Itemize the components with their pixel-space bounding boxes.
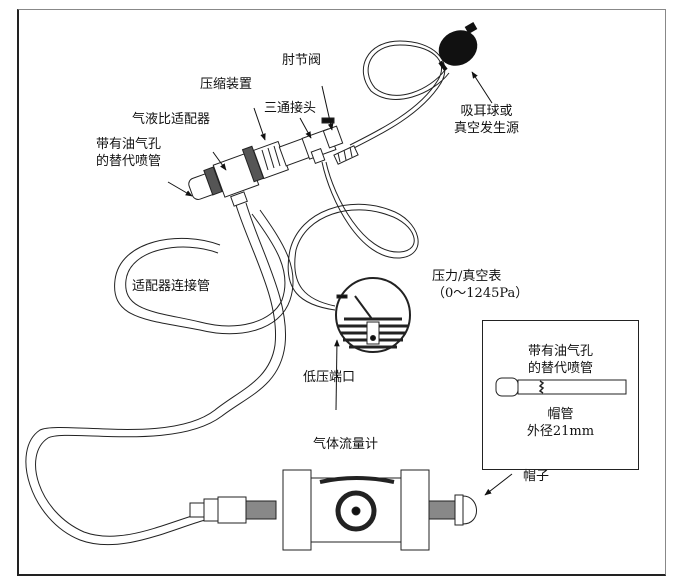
inset-title-line2: 的替代喷管	[527, 361, 593, 376]
label-compression-device: 压缩装置	[200, 77, 253, 92]
inset-nozzle-sketch	[495, 377, 627, 397]
label-nozzle: 带有油气孔 的替代喷管	[96, 136, 161, 170]
inset-box: 带有油气孔 的替代喷管 帽管 外径21mm	[482, 320, 639, 470]
inset-caption: 帽管 外径21mm	[483, 406, 638, 440]
label-bulb-line1: 吸耳球或	[460, 104, 513, 119]
pressure-gauge	[335, 277, 411, 353]
label-cap: 帽子	[523, 469, 550, 484]
label-gas-liquid-adapter: 气液比适配器	[132, 112, 211, 127]
adapter-hose	[25, 202, 294, 546]
label-low-pressure-port: 低压端口	[303, 370, 356, 385]
inset-title-line1: 带有油气孔	[527, 344, 593, 359]
diagram-frame	[17, 9, 666, 576]
label-elbow-valve: 肘节阀	[282, 53, 322, 68]
label-nozzle-line1: 带有油气孔	[96, 137, 162, 152]
label-tee-fitting: 三通接头	[264, 101, 317, 116]
rubber-bulb	[438, 22, 478, 72]
inset-title: 带有油气孔 的替代喷管	[483, 343, 638, 377]
label-nozzle-line2: 的替代喷管	[96, 154, 162, 169]
label-bulb: 吸耳球或 真空发生源	[454, 103, 519, 137]
inset-caption-line1: 帽管	[547, 407, 574, 422]
label-gas-flowmeter: 气体流量计	[313, 437, 379, 452]
gauge-hose	[287, 161, 419, 311]
adapter-assembly	[188, 117, 344, 207]
inset-caption-line2: 外径21mm	[526, 424, 595, 439]
label-gauge: 压力/真空表 （0～1245Pa）	[432, 268, 528, 302]
label-adapter-hose: 适配器连接管	[132, 279, 211, 294]
label-gauge-line2: （0～1245Pa）	[432, 286, 529, 301]
hose-coupler	[333, 145, 359, 165]
gas-flowmeter	[189, 469, 477, 551]
bulb-hose	[349, 40, 450, 150]
leader-arrows	[167, 71, 513, 496]
label-gauge-line1: 压力/真空表	[432, 269, 502, 284]
label-bulb-line2: 真空发生源	[454, 121, 520, 136]
